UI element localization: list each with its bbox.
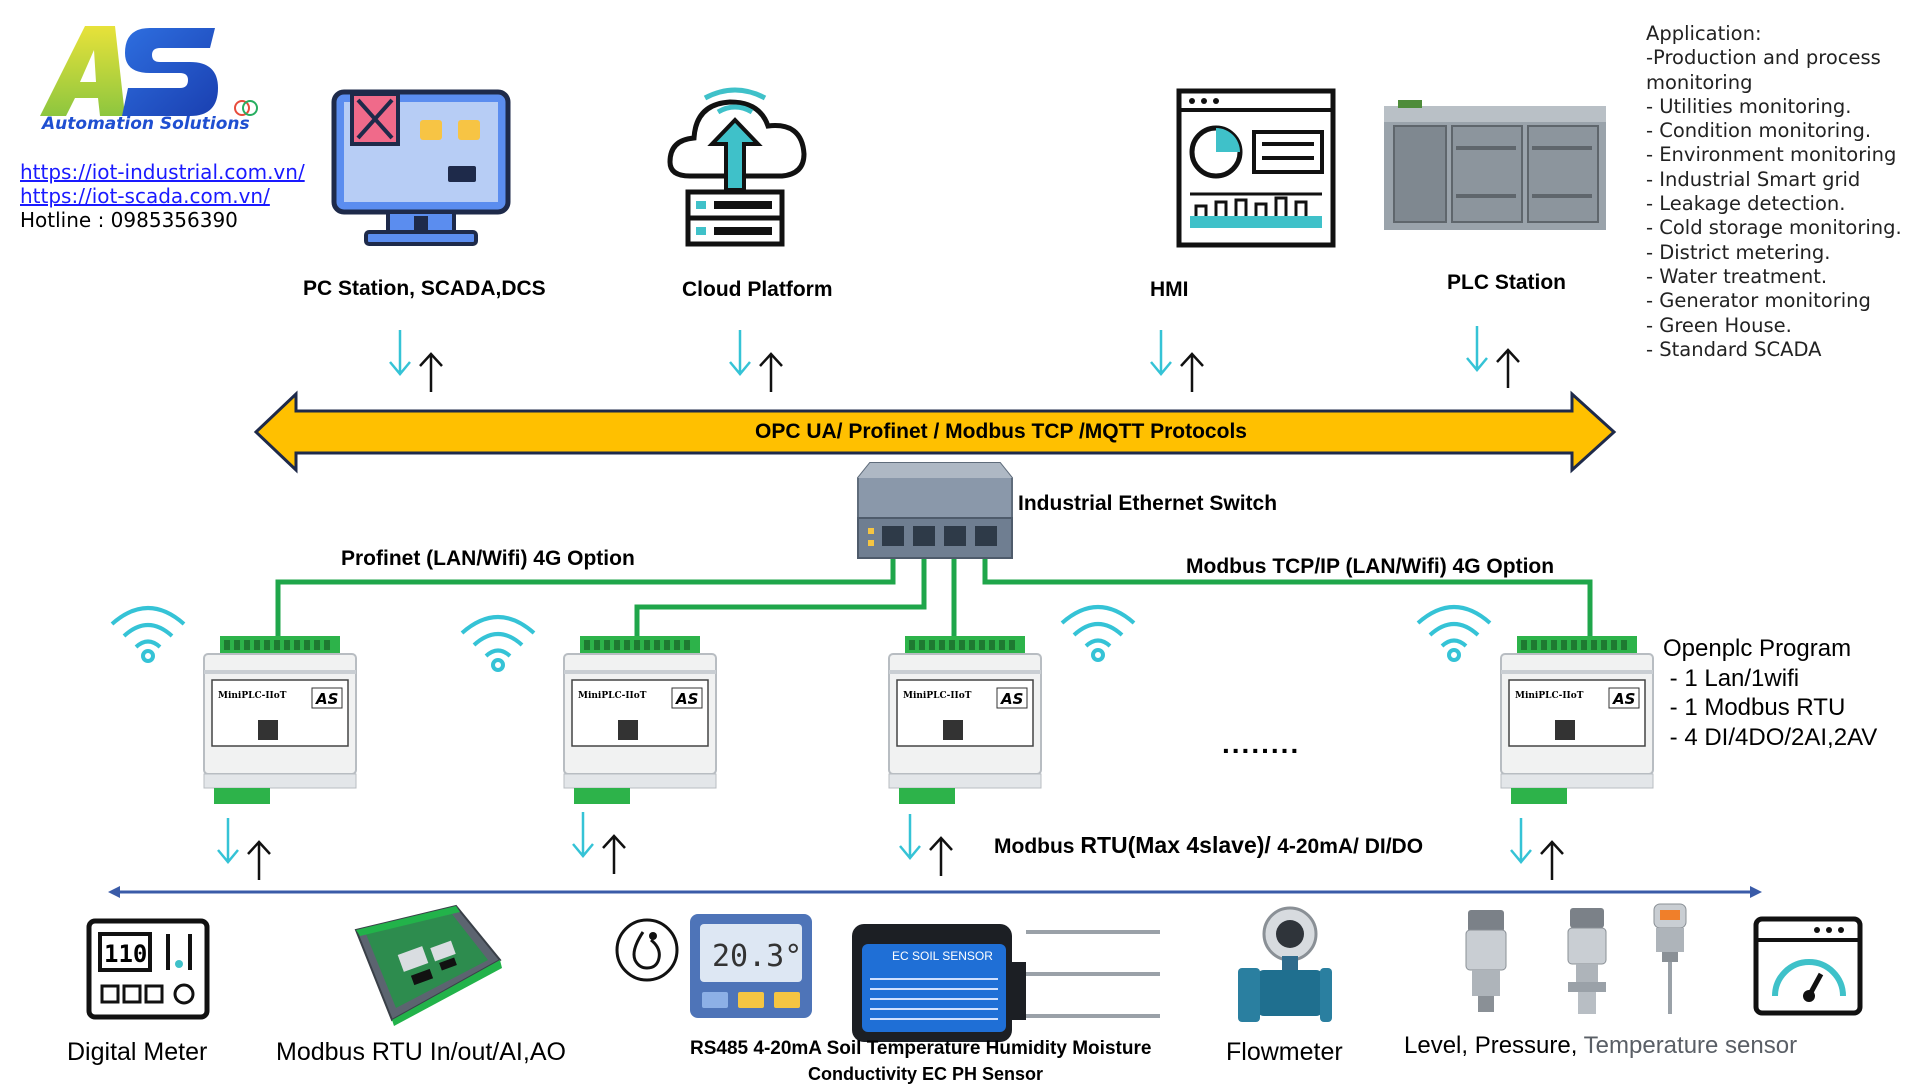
- openplc-title: Openplc Program: [1663, 635, 1852, 662]
- sensors-label-part2: Temperature sensor: [1583, 1032, 1798, 1059]
- application-title: Application:: [1646, 22, 1762, 45]
- application-item: - Water treatment.: [1646, 264, 1828, 288]
- sensors-label-part1: Level, Pressure,: [1404, 1032, 1584, 1059]
- application-item: - Leakage detection.: [1646, 192, 1846, 216]
- flowmeter-icon: [1234, 904, 1334, 1033]
- modbus-io-board-icon: [336, 900, 506, 1033]
- arrow-pair-plc: [1466, 326, 1520, 388]
- sensors-label: Level, Pressure, Temperature sensor: [1404, 1032, 1797, 1060]
- soil-display-device-icon: 20.3°: [688, 912, 814, 1025]
- company-logo: Automation Solutions: [30, 18, 270, 138]
- logo-tagline: Automation Solutions: [42, 114, 250, 134]
- modbus-tcp-label: Modbus TCP/IP (LAN/Wifi) 4G Option: [1186, 555, 1555, 578]
- node-label-cloud: Cloud Platform: [682, 278, 833, 301]
- application-item: - Cold storage monitoring.: [1646, 216, 1902, 240]
- openplc-item: - 4 DI/4DO/2AI,2AV: [1663, 723, 1878, 751]
- field-bus-label: Modbus RTU(Max 4slave)/ 4-20mA/ DI/DO: [994, 832, 1423, 859]
- monitor-icon: [330, 88, 512, 253]
- arrow-pair-hmi: [1150, 330, 1204, 392]
- temperature-sensor-icon: [1648, 902, 1692, 1023]
- network-lines: [275, 555, 1593, 660]
- node-label-pc-station: PC Station, SCADA,DCS: [303, 277, 546, 300]
- openplc-item: - 1 Modbus RTU: [1663, 694, 1846, 721]
- modbus-io-label: Modbus RTU In/out/AI,AO: [276, 1038, 566, 1066]
- ethernet-switch-icon: [857, 462, 1013, 559]
- soil-sensor-label-line2: Conductivity EC PH Sensor: [808, 1064, 1044, 1084]
- protocol-bus-label: OPC UA/ Profinet / Modbus TCP /MQTT Prot…: [755, 420, 1247, 443]
- arrow-pairs-bottom: [217, 812, 1564, 880]
- gauge-dashboard-icon: [1753, 916, 1863, 1021]
- openplc-item: - 1 Lan/1wifi: [1663, 664, 1800, 692]
- field-bus-label-part3: 4-20mA/ DI/DO: [1277, 835, 1424, 858]
- application-item: - Standard SCADA: [1646, 337, 1822, 361]
- arrow-pair-cloud: [729, 330, 783, 392]
- hotline-text: Hotline : 0985356390: [20, 208, 238, 232]
- application-item: - Green House.: [1646, 313, 1792, 337]
- openplc-info: Openplc Program - 1 Lan/1wifi - 1 Modbus…: [1663, 634, 1877, 752]
- svg-text:AS: AS: [315, 690, 338, 708]
- wifi-icon: [1416, 605, 1492, 662]
- wifi-icon: [460, 615, 536, 672]
- application-item: - Condition monitoring.: [1646, 119, 1872, 143]
- profinet-label: Profinet (LAN/Wifi) 4G Option: [341, 547, 635, 570]
- application-item: - District metering.: [1646, 240, 1831, 264]
- soil-sensor-label-line1: RS485 4-20mA Soil Temperature Humidity M…: [690, 1038, 1152, 1059]
- node-label-hmi: HMI: [1150, 278, 1189, 301]
- switch-label: Industrial Ethernet Switch: [1018, 492, 1278, 515]
- application-item: - Utilities monitoring.: [1646, 94, 1852, 118]
- wifi-icon: [110, 606, 186, 663]
- field-bus-line: [108, 886, 1762, 898]
- svg-text:AS: AS: [1000, 690, 1023, 708]
- node-label-plc: PLC Station: [1447, 271, 1566, 294]
- water-drop-icon: [613, 916, 681, 989]
- level-sensor-icon: [1460, 906, 1512, 1021]
- wifi-icon: [1060, 605, 1136, 662]
- svg-text:AS: AS: [1612, 690, 1635, 708]
- ec-soil-sensor-icon: EC SOIL SENSOR: [850, 922, 1166, 1049]
- field-bus-label-part2: RTU(Max 4slave)/: [1080, 832, 1278, 858]
- meter-display: 110: [104, 940, 147, 968]
- pressure-sensor-icon: [1562, 906, 1612, 1023]
- miniplc-module: MiniPLC-IIoT AS: [200, 636, 360, 809]
- application-item: monitoring: [1646, 70, 1753, 94]
- digital-meter-label: Digital Meter: [67, 1038, 208, 1066]
- application-list: Application: -Production and process mon…: [1646, 22, 1916, 362]
- flowmeter-label: Flowmeter: [1226, 1038, 1343, 1066]
- wifi-icons: [110, 605, 1492, 672]
- link-iot-scada[interactable]: https://iot-scada.com.vn/: [20, 184, 270, 208]
- soil-display-value: 20.3°: [712, 939, 802, 974]
- miniplc-module: MiniPLC-IIoT AS: [560, 636, 720, 809]
- as-logo-graphic: [40, 26, 258, 116]
- miniplc-module: MiniPLC-IIoT AS: [885, 636, 1045, 809]
- svg-text:MiniPLC-IIoT: MiniPLC-IIoT: [1515, 691, 1584, 701]
- svg-text:MiniPLC-IIoT: MiniPLC-IIoT: [578, 691, 647, 701]
- ec-sensor-title: EC SOIL SENSOR: [892, 949, 993, 963]
- application-item: - Environment monitoring: [1646, 143, 1897, 167]
- miniplc-module: MiniPLC-IIoT AS: [1497, 636, 1657, 809]
- module-name: MiniPLC-IIoT: [218, 691, 287, 701]
- protocol-bus-arrow: [253, 390, 1617, 474]
- link-iot-industrial[interactable]: https://iot-industrial.com.vn/: [20, 160, 305, 184]
- more-modules-ellipsis: ........: [1222, 728, 1301, 759]
- application-item: -Production and process: [1646, 46, 1881, 70]
- hmi-dashboard-icon: [1176, 88, 1336, 253]
- digital-meter-icon: 110: [86, 918, 210, 1025]
- svg-text:MiniPLC-IIoT: MiniPLC-IIoT: [903, 691, 972, 701]
- application-item: - Industrial Smart grid: [1646, 167, 1861, 191]
- plc-rack-icon: [1384, 96, 1606, 241]
- svg-text:AS: AS: [675, 690, 698, 708]
- arrow-pair-pc: [389, 330, 443, 392]
- application-item: - Generator monitoring: [1646, 289, 1871, 313]
- cloud-server-icon: [660, 82, 810, 257]
- field-bus-label-part1: Modbus: [994, 835, 1081, 858]
